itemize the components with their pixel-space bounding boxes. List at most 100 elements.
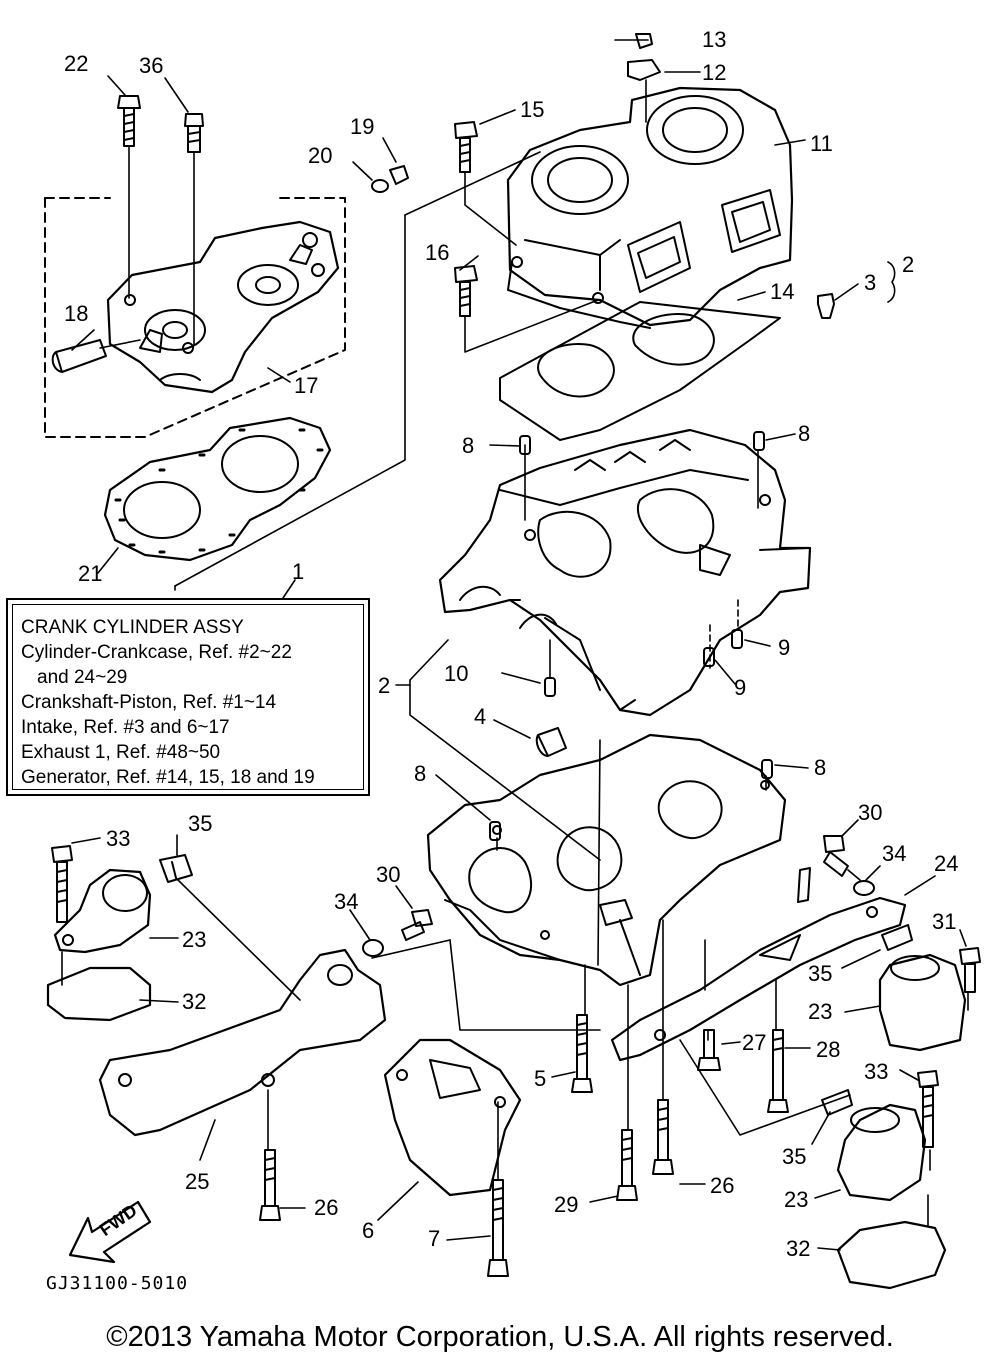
callout-3: 3 (864, 270, 877, 295)
dowel-9a (731, 629, 743, 649)
lower-crankcase (426, 733, 811, 987)
callout-1: 1 (292, 559, 305, 584)
bolt-29 (616, 1129, 638, 1201)
base-gasket-14 (499, 301, 781, 441)
callout-19: 19 (350, 114, 375, 139)
screw-3 (817, 293, 835, 319)
callout-21: 21 (78, 561, 103, 586)
callout-30-right: 30 (858, 800, 883, 825)
upper-crankcase (438, 428, 812, 717)
bolt-30a (401, 909, 433, 941)
callout-26-right: 26 (710, 1173, 735, 1198)
callout-13: 13 (702, 27, 727, 52)
dowel-8a (519, 435, 531, 455)
phantom-lines (61, 739, 969, 1226)
callout-16: 16 (425, 240, 450, 265)
callout-29: 29 (554, 1192, 579, 1217)
plug-19 (389, 165, 409, 185)
callout-18: 18 (64, 301, 89, 326)
legend-line-cylinder-crankcase: Cylinder-Crankcase, Ref. #2~22 (21, 642, 292, 663)
bolt-30b (823, 835, 849, 877)
dowel-8c (489, 821, 501, 841)
callout-36: 36 (139, 53, 164, 78)
legend-line-generator: Generator, Ref. #14, 15, 18 and 19 (21, 767, 315, 788)
washer-12 (627, 59, 661, 81)
callout-33-right: 33 (864, 1059, 889, 1084)
dowel-8b (753, 431, 765, 451)
mount-plate-32a (46, 966, 152, 1022)
bracket-6 (383, 1038, 522, 1197)
callout-9-lower: 9 (734, 675, 747, 700)
callout-35-lower: 35 (782, 1144, 807, 1169)
callout-22: 22 (64, 51, 89, 76)
callout-34-left: 34 (334, 889, 359, 914)
callout-35-right: 35 (808, 961, 833, 986)
bolt-15 (454, 121, 517, 246)
fwd-arrow-icon (68, 1200, 152, 1264)
legend-line-crankshaft-piston: Crankshaft-Piston, Ref. #1~14 (21, 692, 277, 713)
callout-14: 14 (770, 279, 795, 304)
callout-11: 11 (810, 131, 833, 156)
callout-17: 17 (294, 373, 319, 398)
clip-35a (159, 854, 193, 883)
callout-9-upper: 9 (778, 635, 791, 660)
callout-10: 10 (444, 661, 469, 686)
callout-15: 15 (520, 97, 545, 122)
legend-line-cylinder-crankcase-cont: and 24~29 (37, 667, 128, 688)
legend-line-intake: Intake, Ref. #3 and 6~17 (21, 717, 230, 738)
fitting-18 (51, 339, 107, 373)
legend-line-exhaust: Exhaust 1, Ref. #48~50 (21, 742, 221, 763)
copyright-notice: ©2013 Yamaha Motor Corporation, U.S.A. A… (106, 1321, 894, 1353)
bolt-33b (917, 1070, 939, 1148)
rubber-mount-23b (878, 953, 967, 1052)
bolt-5 (571, 1014, 593, 1093)
head-gasket-21 (103, 416, 332, 562)
callout-23-lower: 23 (784, 1187, 809, 1212)
clip-35c (821, 1089, 853, 1116)
screw-13 (635, 33, 653, 49)
callout-6: 6 (362, 1218, 375, 1243)
callout-leaders (71, 39, 967, 1251)
callout-8-upper-left: 8 (462, 433, 475, 458)
callout-23-right: 23 (808, 999, 833, 1024)
callout-8-upper-right: 8 (798, 421, 811, 446)
callout-31: 31 (932, 909, 957, 934)
diagram-code: GJ31100-5010 (46, 1273, 189, 1294)
callout-2-mid: 2 (378, 673, 391, 698)
bolt-31 (959, 947, 981, 993)
washer-20 (371, 179, 389, 193)
clip-35b (881, 924, 913, 951)
callout-26-left: 26 (314, 1195, 339, 1220)
bolt-7 (487, 1179, 509, 1277)
bolt-16 (454, 265, 599, 353)
dowel-9b (703, 647, 715, 667)
callout-7: 7 (428, 1226, 441, 1251)
bracket-brace (887, 261, 896, 303)
callout-34-right: 34 (882, 841, 907, 866)
rubber-mount-23a (53, 868, 152, 954)
callout-12: 12 (702, 60, 727, 85)
bolt-27 (697, 1029, 721, 1071)
callout-5: 5 (534, 1066, 547, 1091)
legend-title: CRANK CYLINDER ASSY (21, 617, 244, 638)
callout-25: 25 (185, 1169, 210, 1194)
bolt-26a (259, 1149, 281, 1221)
callout-4: 4 (474, 704, 487, 729)
cylinder-head-group (44, 197, 346, 438)
callout-8-lower-right: 8 (814, 755, 827, 780)
callout-24: 24 (934, 851, 959, 876)
bolt-28 (767, 1029, 789, 1113)
callout-20: 20 (308, 143, 333, 168)
callout-35-left: 35 (188, 811, 213, 836)
washer-34a (362, 939, 384, 957)
callout-32-right: 32 (786, 1236, 811, 1261)
bolt-33a (51, 845, 73, 923)
engine-mount-plate-24 (610, 896, 907, 1062)
dowel-10 (544, 677, 556, 697)
cylinder-head (106, 220, 340, 394)
engine-mount-plate-25 (98, 948, 387, 1137)
callout-30-left: 30 (376, 862, 401, 887)
bolt-36 (184, 113, 204, 346)
mount-plate-32b (836, 1220, 947, 1290)
